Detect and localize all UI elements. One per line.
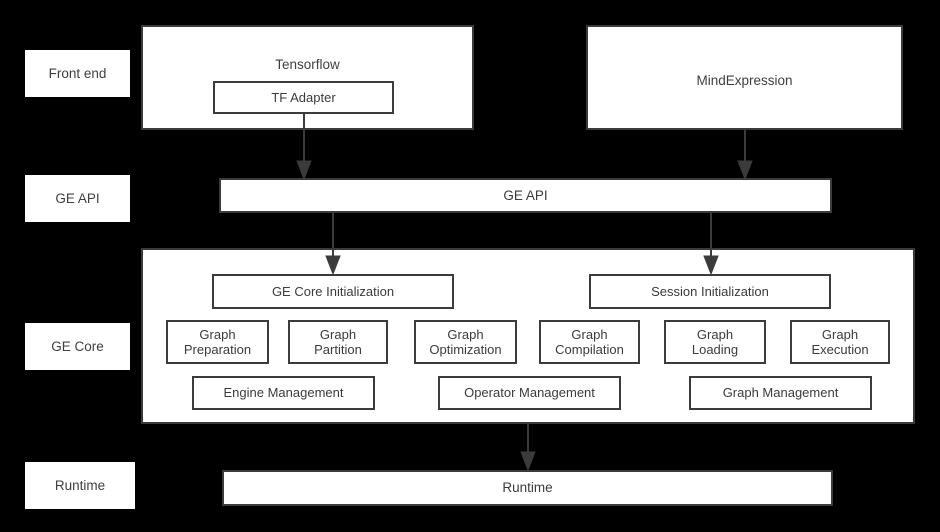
graph-partition-box[interactable]: Graph Partition xyxy=(288,320,388,364)
graph-management-box[interactable]: Graph Management xyxy=(689,376,872,410)
tier-label-runtime: Runtime xyxy=(25,462,135,509)
session-initialization-box[interactable]: Session Initialization xyxy=(589,274,831,309)
engine-management-label: Engine Management xyxy=(223,385,344,401)
tier-label-ge-core-text: GE Core xyxy=(51,338,104,354)
ge-api-bar[interactable]: GE API xyxy=(219,178,832,213)
operator-management-box[interactable]: Operator Management xyxy=(438,376,621,410)
tf-adapter-box[interactable]: TF Adapter xyxy=(213,81,394,114)
tier-label-front-end: Front end xyxy=(25,50,130,97)
ge-api-bar-label: GE API xyxy=(503,187,548,203)
runtime-bar-label: Runtime xyxy=(502,480,553,496)
graph-optimization-label: Graph Optimization xyxy=(429,326,502,357)
graph-compilation-box[interactable]: Graph Compilation xyxy=(539,320,640,364)
tier-label-ge-core: GE Core xyxy=(25,323,130,370)
graph-execution-box[interactable]: Graph Execution xyxy=(790,320,890,364)
ge-core-initialization-label: GE Core Initialization xyxy=(271,283,395,299)
tier-label-runtime-text: Runtime xyxy=(54,477,106,493)
graph-loading-box[interactable]: Graph Loading xyxy=(664,320,766,364)
graph-management-label: Graph Management xyxy=(722,385,839,401)
graph-compilation-label: Graph Compilation xyxy=(555,326,624,357)
connector-ge-core-to-runtime xyxy=(520,424,536,472)
graph-preparation-box[interactable]: Graph Preparation xyxy=(166,320,269,364)
connector-ge-api-to-session-initialization xyxy=(703,213,719,276)
graph-preparation-label: Graph Preparation xyxy=(183,326,252,357)
mindexpression-title: MindExpression xyxy=(696,73,793,88)
graph-loading-label: Graph Loading xyxy=(691,326,739,357)
session-initialization-label: Session Initialization xyxy=(651,283,769,299)
frontend-mindexpression-container: MindExpression xyxy=(586,25,903,130)
connector-mindexpression-to-ge-api xyxy=(737,130,753,181)
runtime-bar[interactable]: Runtime xyxy=(222,470,833,506)
tier-label-ge-api-text: GE API xyxy=(55,190,100,206)
tf-adapter-label: TF Adapter xyxy=(271,89,336,105)
connector-tf-adapter-to-ge-api xyxy=(296,113,312,181)
graph-optimization-box[interactable]: Graph Optimization xyxy=(414,320,517,364)
engine-management-box[interactable]: Engine Management xyxy=(192,376,375,410)
graph-execution-label: Graph Execution xyxy=(811,326,869,357)
tier-label-front-end-text: Front end xyxy=(48,65,107,81)
operator-management-label: Operator Management xyxy=(464,385,595,401)
tier-label-ge-api: GE API xyxy=(25,175,130,222)
graph-partition-label: Graph Partition xyxy=(314,326,362,357)
ge-core-initialization-box[interactable]: GE Core Initialization xyxy=(212,274,454,309)
connector-ge-api-to-ge-core-initialization xyxy=(325,213,341,276)
tensorflow-title: Tensorflow xyxy=(275,57,340,72)
